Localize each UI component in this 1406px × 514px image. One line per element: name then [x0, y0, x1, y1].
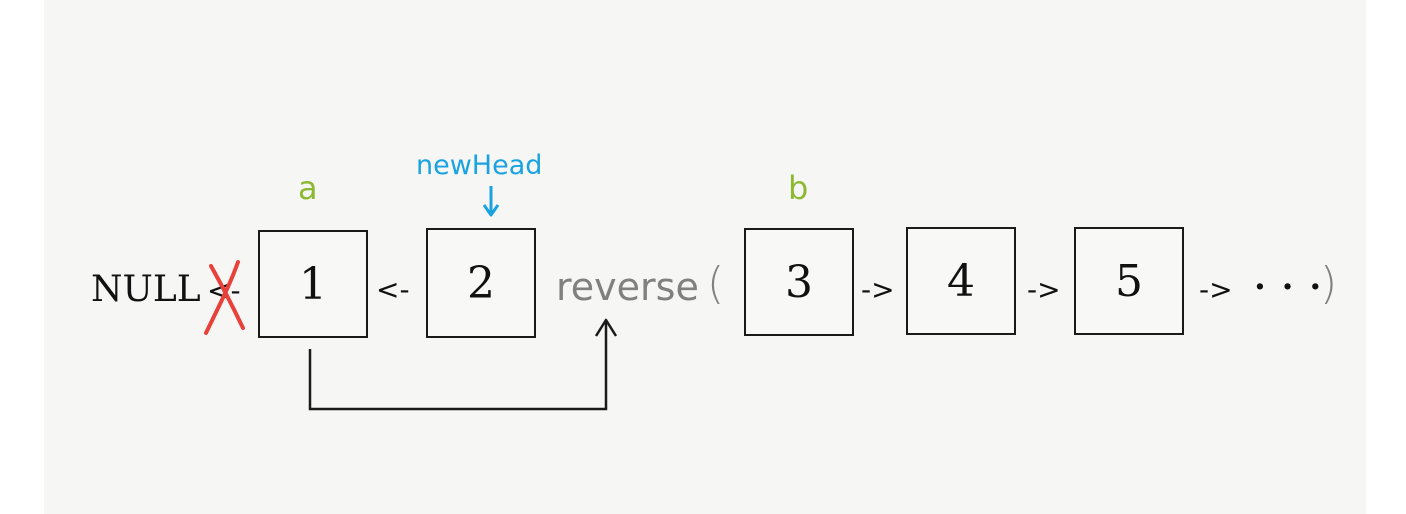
- recursion-connector-arrow: [308, 318, 618, 411]
- list-node-3: 3: [744, 228, 854, 336]
- ellipsis: · · ·: [1254, 267, 1324, 307]
- list-node-2: 2: [426, 228, 536, 338]
- list-node-1: 1: [258, 230, 368, 338]
- link-arrow-4-to-5: ->: [1027, 273, 1061, 306]
- link-arrow-3-to-4: ->: [861, 273, 895, 306]
- cross-mark-icon: [204, 260, 245, 335]
- reverse-call-label: reverse: [556, 265, 699, 309]
- new-head-label: newHead: [416, 150, 543, 181]
- open-paren: (: [707, 258, 725, 309]
- link-arrow-5-to-rest: ->: [1199, 273, 1233, 306]
- pointer-a-label: a: [298, 169, 318, 207]
- new-head-arrow-icon: [482, 186, 500, 217]
- list-node-4: 4: [906, 227, 1016, 335]
- link-arrow-2-to-1: <-: [376, 273, 410, 306]
- pointer-b-label: b: [788, 169, 809, 207]
- node-value: 4: [947, 255, 975, 307]
- node-value: 1: [299, 258, 327, 310]
- null-label: NULL: [91, 269, 201, 310]
- node-value: 2: [467, 257, 495, 309]
- node-value: 3: [785, 256, 813, 308]
- node-value: 5: [1115, 255, 1143, 307]
- list-node-5: 5: [1074, 227, 1184, 335]
- close-paren: ): [1320, 258, 1338, 309]
